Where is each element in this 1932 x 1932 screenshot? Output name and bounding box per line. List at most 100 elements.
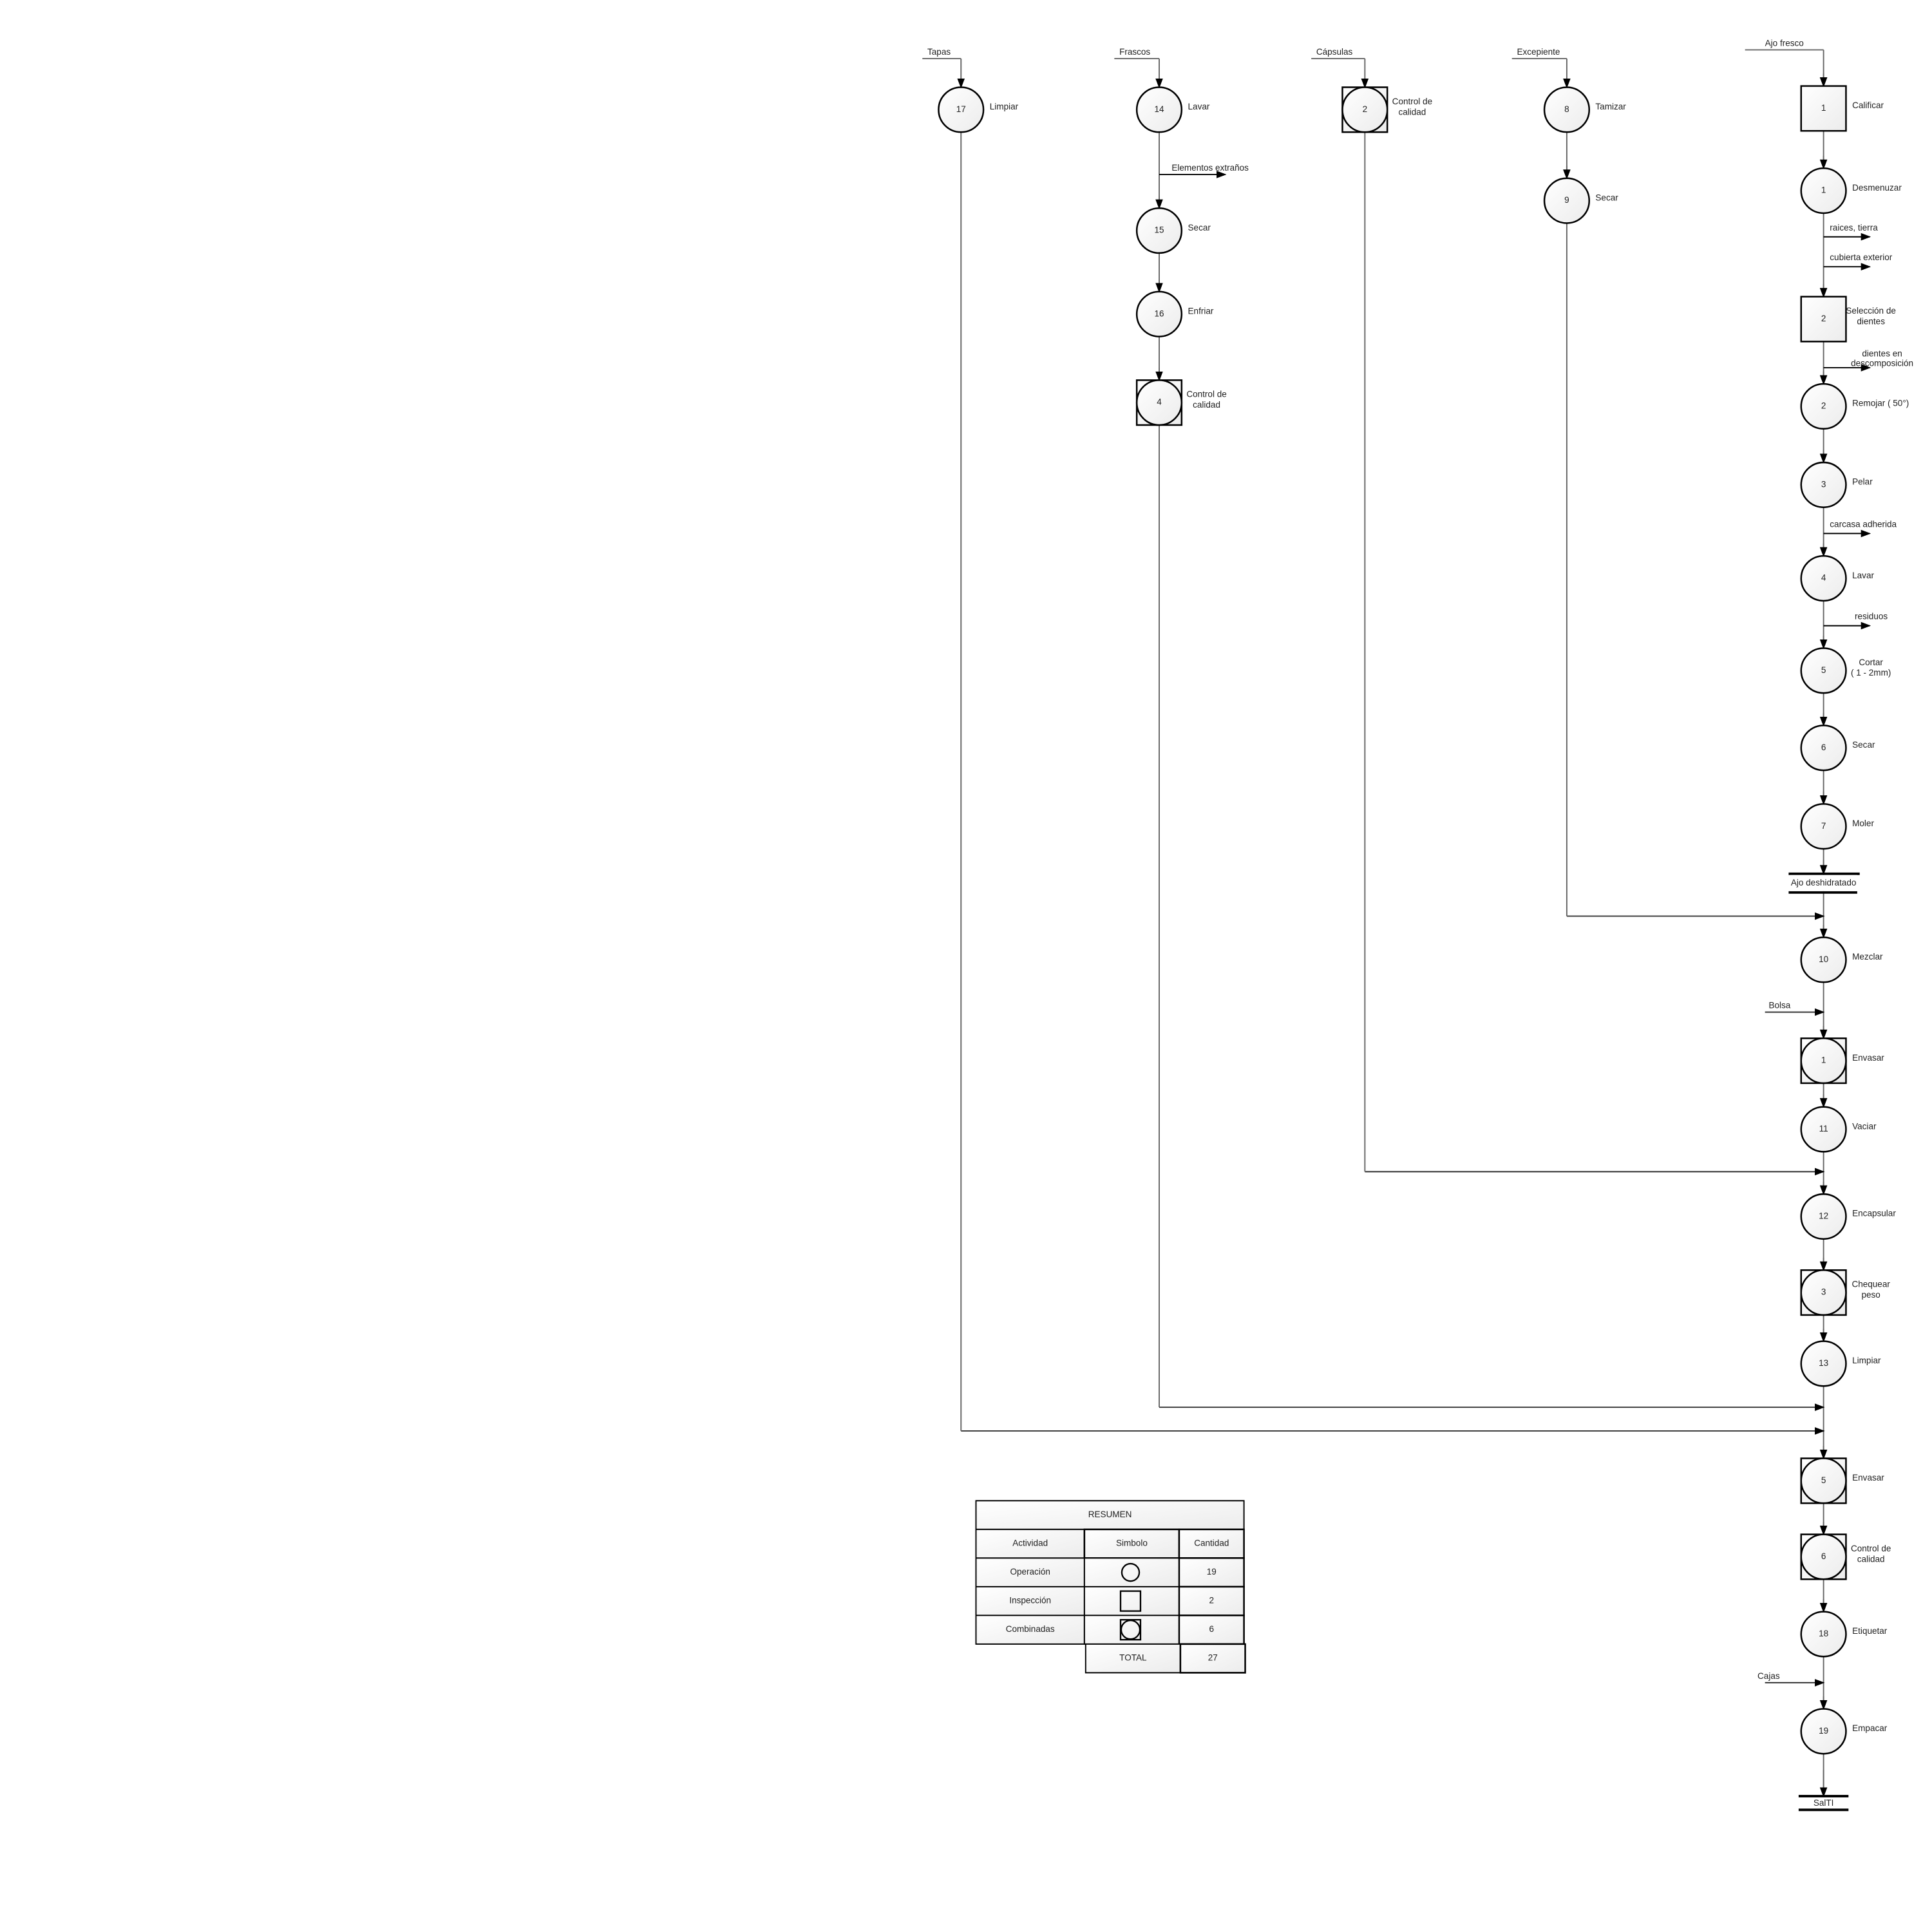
node-label: Control de	[1392, 97, 1432, 106]
summary-activity: Operación	[1010, 1567, 1050, 1577]
waste-label: dientes en	[1862, 348, 1902, 358]
node-number: 8	[1564, 104, 1569, 114]
node-number: 14	[1154, 104, 1164, 114]
operation-circle	[1341, 86, 1388, 133]
operation-symbol-icon	[1121, 1562, 1141, 1582]
node-number: 1	[1821, 185, 1826, 195]
operation-circle	[1800, 724, 1847, 772]
inspection-square	[1800, 296, 1847, 343]
node-label: Secar	[1188, 223, 1211, 232]
node-number: 1	[1821, 103, 1826, 113]
node-label: Selección de	[1846, 306, 1895, 316]
node-number: 1	[1821, 1056, 1826, 1065]
input-label-ajo-fresco: Ajo fresco	[1765, 38, 1804, 48]
operation-circle	[1135, 379, 1183, 426]
waste-label: carcasa adherida	[1830, 519, 1897, 529]
operation-circle	[1800, 1708, 1847, 1755]
node-label: Pelar	[1852, 477, 1873, 487]
node-number: 4	[1821, 573, 1826, 583]
summary-activity-cell	[975, 1615, 1085, 1645]
combined-node: 1 Envasar	[1800, 1037, 1884, 1084]
operation-circle	[1800, 1193, 1847, 1240]
node-number: 2	[1821, 314, 1826, 323]
operation-circle	[1135, 86, 1183, 133]
summary-activity: Combinadas	[1006, 1624, 1055, 1634]
operation-circle	[1135, 207, 1183, 254]
operation-node: 8 Tamizar	[1543, 86, 1626, 133]
node-label: Limpiar	[990, 102, 1019, 111]
node-number: 7	[1821, 821, 1826, 831]
node-label: ( 1 - 2mm)	[1851, 668, 1891, 677]
node-label: Etiquetar	[1852, 1626, 1888, 1636]
node-label: Moler	[1852, 819, 1874, 828]
node-label: Tamizar	[1595, 102, 1626, 111]
node-label: Desmenuzar	[1852, 183, 1902, 193]
node-label: Secar	[1595, 193, 1618, 202]
operation-node: 18 Etiquetar	[1800, 1611, 1888, 1658]
waste-label: raices, tierra	[1830, 223, 1878, 232]
operation-node: 1 Desmenuzar	[1800, 167, 1902, 214]
node-label: peso	[1861, 1290, 1880, 1300]
node-number: 13	[1819, 1358, 1828, 1368]
node-number: 10	[1819, 954, 1828, 964]
node-label: Remojar ( 50°)	[1852, 399, 1909, 408]
node-label: Control de	[1851, 1544, 1891, 1553]
node-label: Envasar	[1852, 1053, 1884, 1063]
node-label: Calificar	[1852, 100, 1884, 110]
inspection-square	[1800, 85, 1847, 132]
inspection-symbol-icon	[1119, 1590, 1142, 1612]
input-label-tapas: Tapas	[927, 47, 951, 57]
node-label: Chequear	[1852, 1280, 1890, 1289]
input-label: Bolsa	[1768, 1001, 1790, 1010]
operation-node: 9 Secar	[1543, 177, 1618, 224]
operation-circle	[1800, 1533, 1847, 1580]
waste-label: cubierta exterior	[1830, 252, 1893, 262]
inspection-node: 1 Calificar	[1800, 85, 1884, 132]
summary-total-label: TOTAL	[1119, 1653, 1147, 1663]
operation-circle	[1800, 936, 1847, 983]
operation-circle	[1800, 383, 1847, 430]
storage-label: Ajo deshidratado	[1791, 878, 1857, 887]
operation-circle	[1543, 86, 1590, 133]
operation-circle	[1800, 1269, 1847, 1316]
node-number: 3	[1821, 479, 1826, 489]
waste-label: Elementos extraños	[1171, 163, 1249, 173]
operation-circle	[1800, 461, 1847, 508]
operation-circle	[1800, 554, 1847, 602]
summary-title: RESUMEN	[1088, 1510, 1132, 1519]
operation-circle	[1543, 177, 1590, 224]
operation-circle	[1800, 803, 1847, 850]
summary-total-label-cell	[1084, 1643, 1181, 1674]
summary-header-cell	[1083, 1528, 1180, 1559]
operation-node: 4 Lavar	[1800, 554, 1874, 602]
node-number: 5	[1821, 1475, 1826, 1485]
node-label: calidad	[1857, 1554, 1885, 1564]
node-label: Empacar	[1852, 1723, 1888, 1733]
summary-count: 6	[1209, 1624, 1215, 1634]
node-number: 18	[1819, 1629, 1828, 1638]
node-label: Lavar	[1852, 571, 1874, 580]
operation-circle	[1800, 1340, 1847, 1387]
operation-circle	[1800, 1611, 1847, 1658]
operation-circle	[1800, 1037, 1847, 1084]
summary-symbol-cell	[1083, 1557, 1180, 1587]
node-number: 9	[1564, 195, 1569, 205]
input-label-frascos: Frascos	[1119, 47, 1150, 57]
operation-node: 7 Moler	[1800, 803, 1874, 850]
